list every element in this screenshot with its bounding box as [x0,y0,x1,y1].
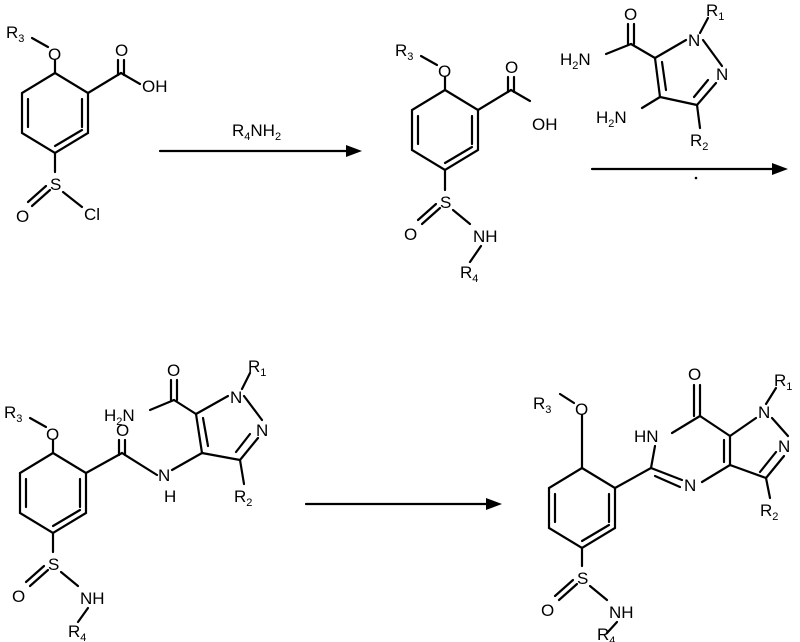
pyrazole-n1: N [688,31,700,50]
hydroxyl-label: OH [532,115,558,134]
reaction-arrow-1: R4NH2 [158,121,362,157]
reaction-arrow-2 [590,163,788,180]
amino-group: H2N [596,108,627,130]
benzene-ring [18,451,88,535]
amide-n: N [158,466,170,485]
pyrimidine-n: N [684,476,696,495]
amide-oxygen: O [624,5,637,24]
r4-group: R4 [460,263,478,285]
reagent-aminopyrazole: N N R1 R2 H2N O H2N [560,1,728,153]
compound-amide-intermediate: O R3 O N H N N R1 R2 O H2N S [4,357,268,642]
amide-nh2: H2N [560,50,591,72]
methoxy-oxygen: O [46,425,59,444]
chlorine-atom: Cl [84,205,100,224]
pyrazole-n1: N [758,403,770,422]
amide-h: H [164,487,176,506]
amide-oxygen: O [167,361,180,380]
sulfonyl-oxygen: O [16,207,29,226]
benzene-ring [410,88,480,172]
r2-group: R2 [690,131,708,153]
r3-group: R3 [533,394,551,416]
carbonyl-oxygen: O [505,58,518,77]
sulfonyl-oxygen: O [404,225,417,244]
amide-carbonyl-oxygen: O [116,421,129,440]
r1-group: R1 [706,1,724,23]
sulfur-atom: S [440,193,451,212]
methoxy-oxygen: O [48,45,61,64]
pyrimidinone-oxygen: O [688,365,701,384]
sulfonamide-nh: NH [80,589,105,608]
r1-group: R1 [248,357,266,379]
r2-group: R2 [760,501,778,523]
compound-sulfonamide-acid: O R3 O OH S O NH R4 [395,41,558,285]
carbonyl-oxygen: O [115,41,128,60]
compound-pyrazolopyrimidinone: O R3 HN O N N N R1 R2 S O [533,365,792,642]
r4-group: R4 [597,625,615,642]
pyrazole-n1: N [230,388,242,407]
r4-group: R4 [68,622,86,642]
r2-group: R2 [234,487,252,509]
reagent-r4nh2: R4NH2 [232,121,281,143]
r3-group: R3 [6,23,24,45]
pyrazole-n2: N [716,65,728,84]
r1-group: R1 [774,371,792,393]
pyrazole-n2: N [778,437,790,456]
pyrimidinone-nh: HN [634,427,659,446]
sulfur-atom: S [577,569,588,588]
amide-nh2: H2N [104,406,135,428]
sulfonyl-oxygen: O [541,601,554,620]
sulfonamide-nh: NH [473,227,498,246]
pyrazole-n2: N [256,421,268,440]
benzene-ring [547,466,617,550]
sulfonamide-nh: NH [609,603,634,622]
r3-group: R3 [4,403,22,425]
sulfonyl-oxygen: O [12,587,25,606]
methoxy-oxygen: O [438,62,451,81]
methoxy-oxygen: O [575,400,588,419]
sulfur-atom: S [48,555,59,574]
r3-group: R3 [395,41,413,63]
reaction-arrow-3 [304,498,502,510]
hydroxyl-label: OH [142,77,168,96]
compound-sulfonyl-chloride: O R3 O OH S O Cl [6,23,168,226]
sulfur-atom: S [50,175,61,194]
benzene-ring [20,71,90,155]
